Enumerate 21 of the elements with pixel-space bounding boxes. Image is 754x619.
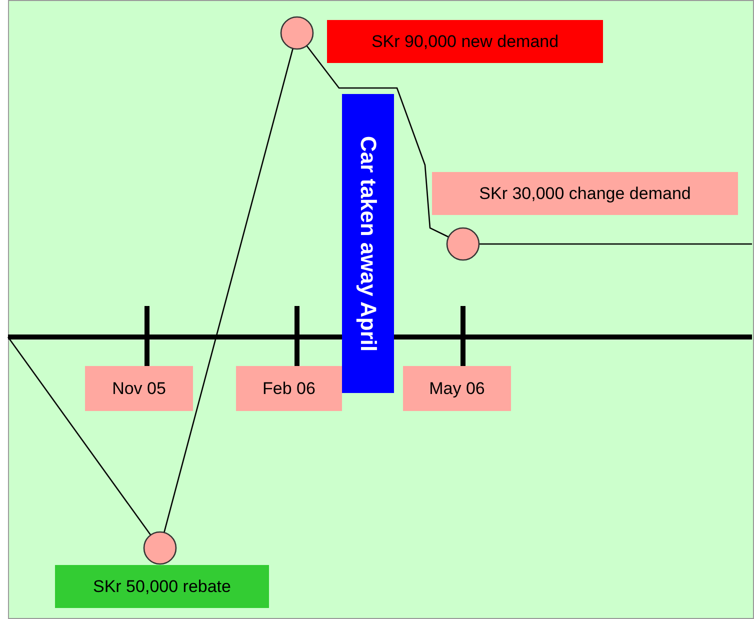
label-text: May 06 (429, 378, 485, 398)
timeline-line (306, 45, 449, 238)
date-label (85, 366, 193, 411)
event-band (342, 94, 394, 393)
milestone-circle (143, 531, 177, 565)
date-label (236, 366, 342, 411)
label-text: SKr 90,000 new demand (371, 32, 559, 52)
amount-label (327, 20, 603, 63)
label-text: SKr 50,000 rebate (93, 576, 231, 596)
event-text: Car taken away April (355, 136, 381, 352)
amount-label (55, 565, 269, 608)
milestone-circle (280, 16, 314, 50)
label-text: SKr 30,000 change demand (479, 184, 691, 204)
label-text: Feb 06 (262, 378, 316, 398)
date-label (403, 366, 511, 411)
milestone-circle (446, 227, 480, 261)
timeline-line (7, 336, 152, 536)
amount-label (432, 172, 738, 215)
label-text: Nov 05 (112, 378, 166, 398)
timeline-line (163, 48, 294, 533)
timeline-line (479, 243, 752, 245)
